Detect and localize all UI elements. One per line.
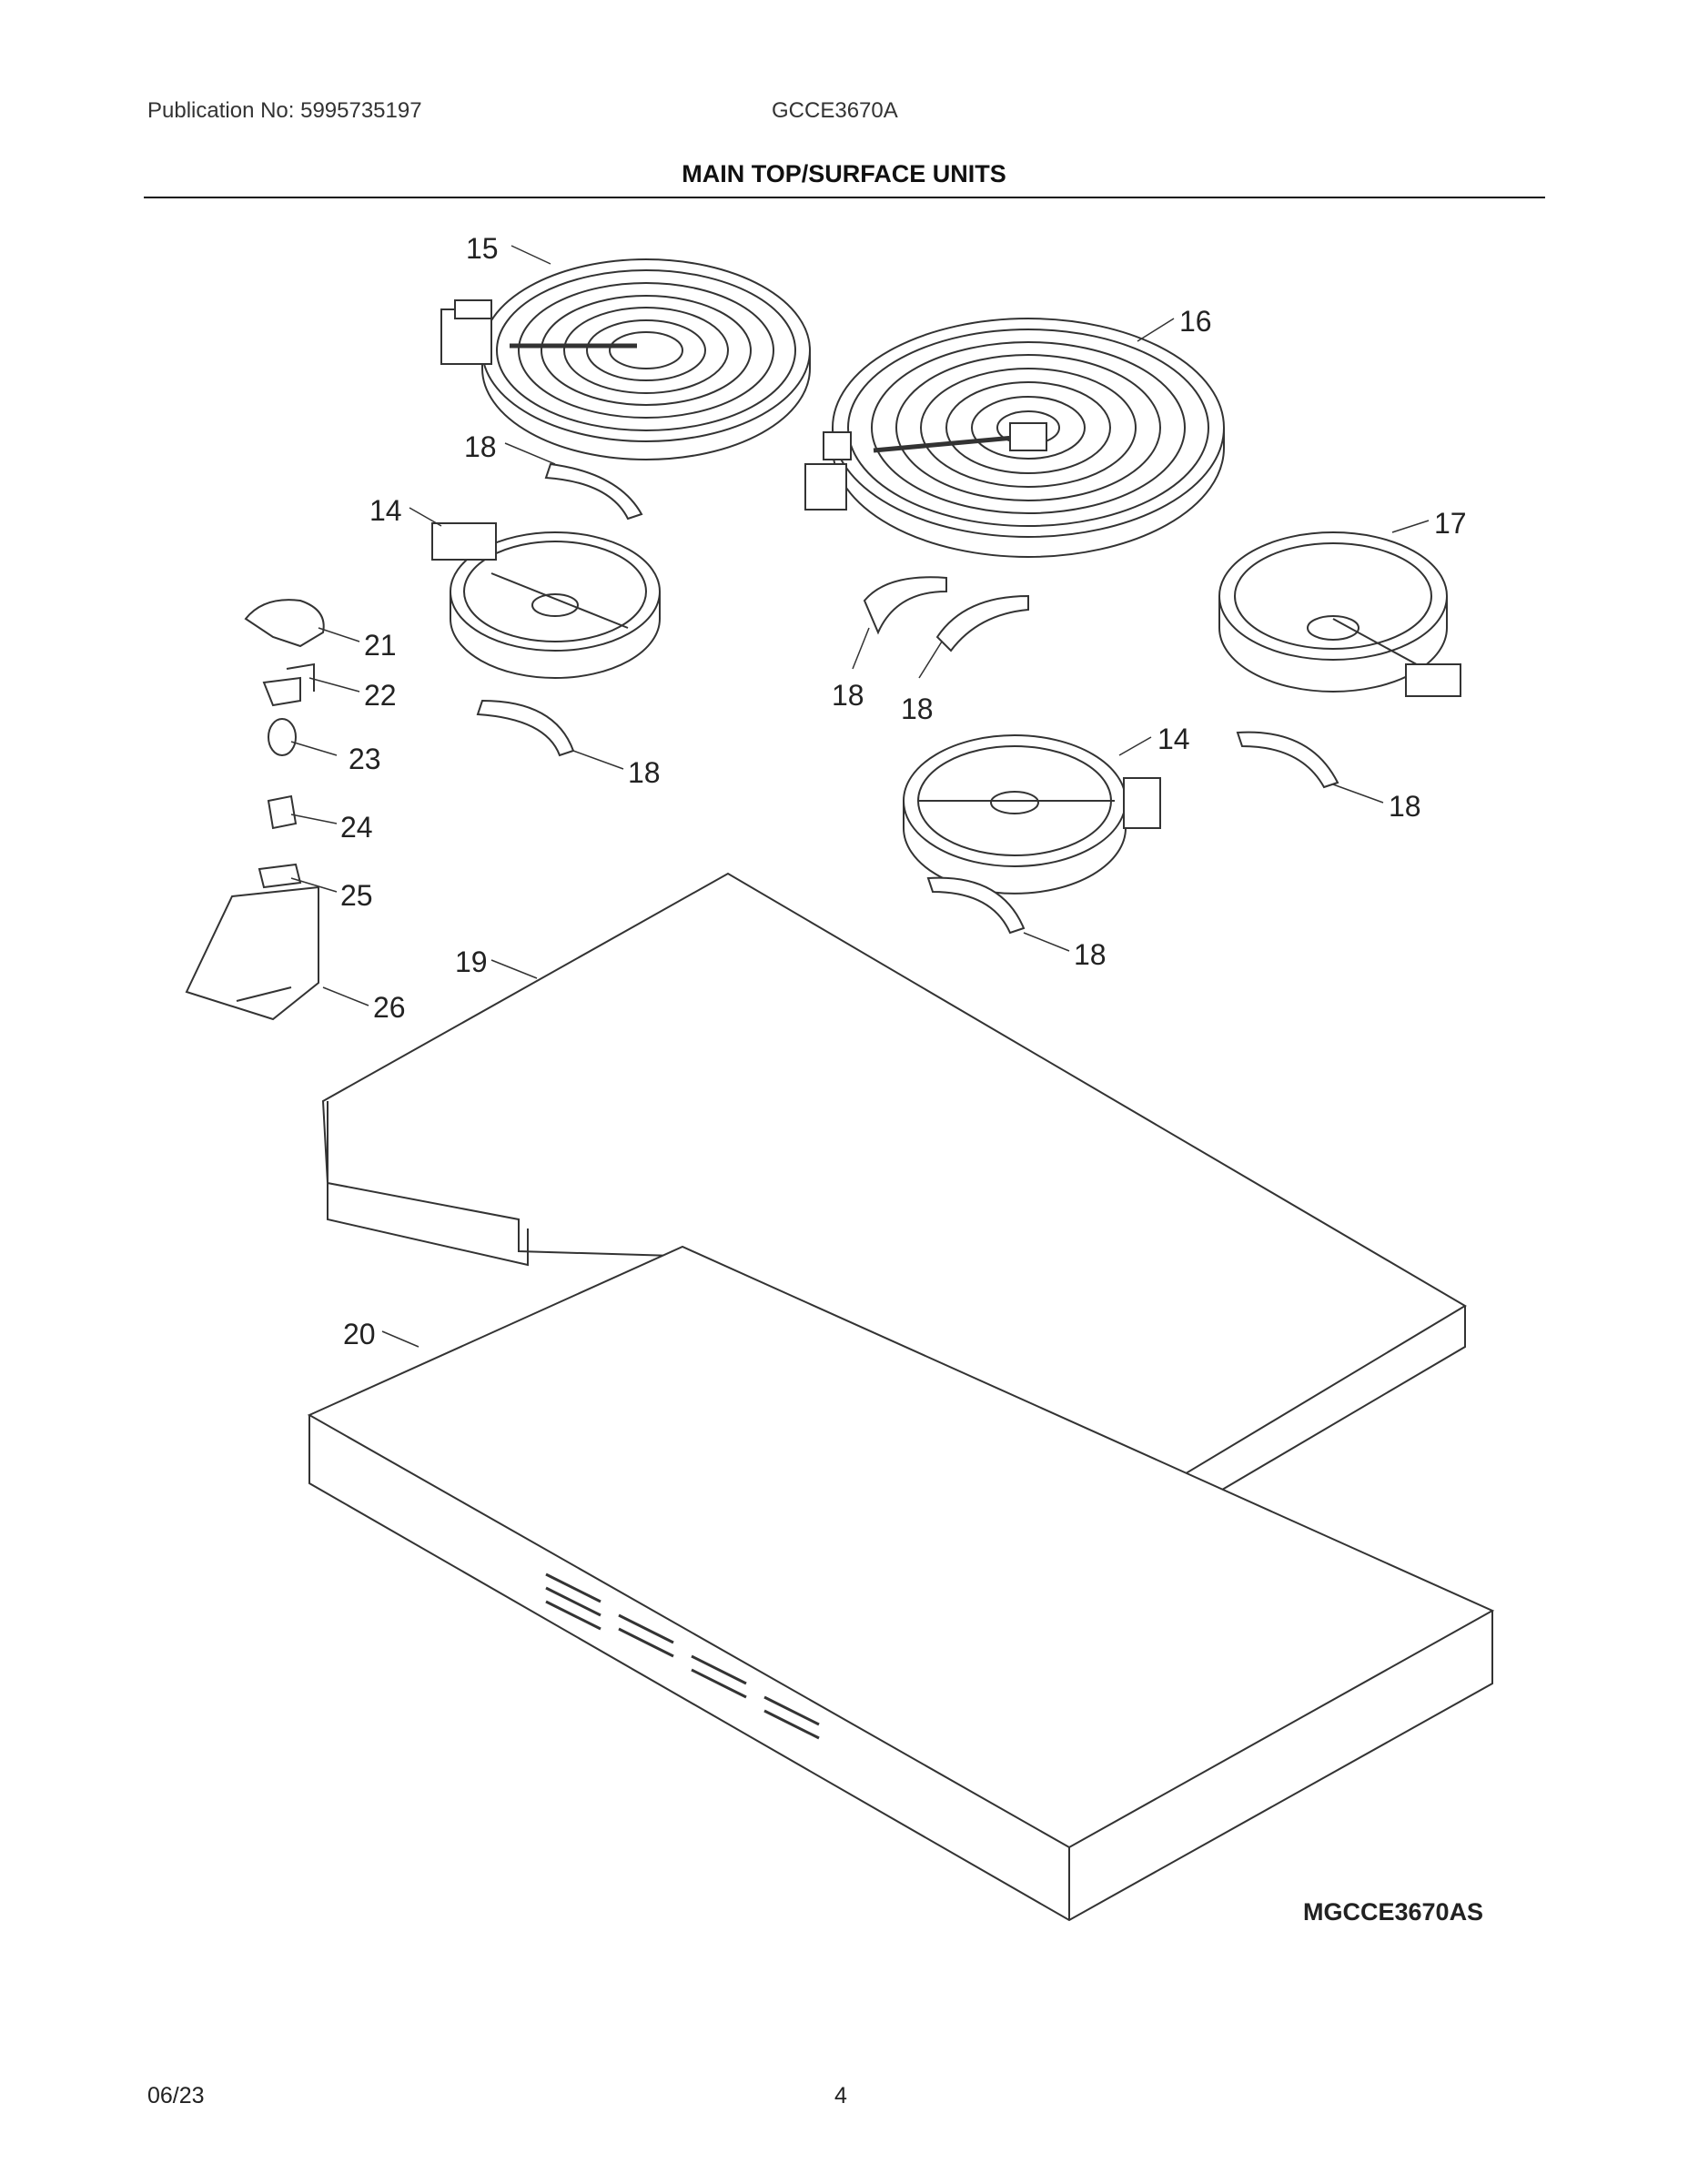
- callout-14: 14: [369, 494, 402, 527]
- callout-18: 18: [832, 679, 864, 712]
- callout-18: 18: [901, 693, 934, 725]
- model-number: GCCE3670A: [772, 98, 898, 123]
- callout-18: 18: [464, 430, 497, 463]
- publication-number: Publication No: 5995735197: [147, 98, 422, 123]
- page-title: MAIN TOP/SURFACE UNITS: [682, 160, 1006, 187]
- part-17-element: [1218, 531, 1461, 697]
- callout-14: 14: [1157, 723, 1190, 755]
- callout-16: 16: [1179, 305, 1212, 338]
- parts-21-26-brackets: [185, 599, 325, 1021]
- callout-18: 18: [628, 756, 661, 789]
- callout-17: 17: [1434, 507, 1467, 540]
- callout-19: 19: [455, 945, 488, 978]
- diagram-code: MGCCE3670AS: [1303, 1898, 1484, 1926]
- part-20-bottom-box: [307, 1245, 1495, 1922]
- callout-23: 23: [349, 743, 381, 775]
- callout-15: 15: [466, 232, 499, 265]
- part-15-radiant-element: [440, 258, 811, 460]
- part-14-element-lower: [903, 734, 1161, 895]
- callout-20: 20: [343, 1318, 376, 1350]
- part-14-element-upper: [431, 522, 661, 679]
- callout-18: 18: [1389, 790, 1421, 823]
- callout-21: 21: [364, 629, 397, 662]
- part-18-straps: [476, 462, 1339, 935]
- callout-25: 25: [340, 879, 373, 912]
- page-number: 4: [834, 2083, 847, 2108]
- callout-22: 22: [364, 679, 397, 712]
- part-16-radiant-element: [804, 318, 1225, 558]
- callout-18: 18: [1074, 938, 1107, 971]
- callout-24: 24: [340, 811, 373, 844]
- title-divider: [144, 197, 1545, 198]
- callout-leaders: [290, 245, 1430, 1348]
- footer-date: 06/23: [147, 2083, 205, 2108]
- callout-26: 26: [373, 991, 406, 1024]
